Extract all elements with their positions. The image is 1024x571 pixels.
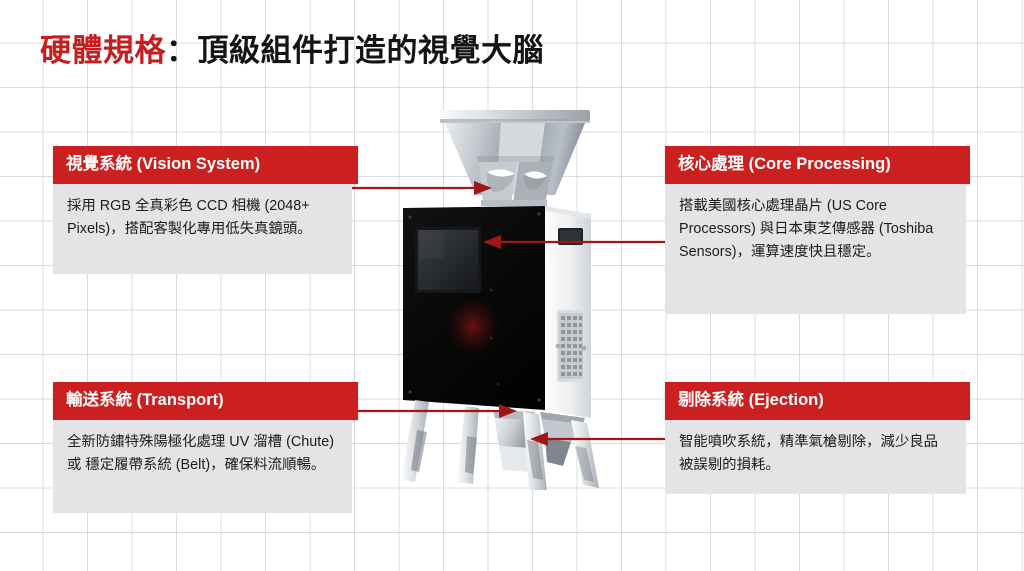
callout-transport-text: 全新防鏽特殊陽極化處理 UV 溜槽 (Chute) 或 穩定履帶系統 (Belt… — [67, 433, 335, 473]
callout-vision-header: 視覺系統 (Vision System) — [53, 146, 358, 184]
callout-ejection-body: 智能噴吹系統，精準氣槍剔除，減少良品被誤剔的損耗。 — [665, 419, 966, 494]
callout-ejection-header: 剔除系統 (Ejection) — [665, 382, 970, 420]
title-separator: ： — [166, 33, 198, 68]
cabinet-side-panel — [545, 206, 591, 418]
callout-transport-header: 輸送系統 (Transport) — [53, 382, 358, 420]
title-dark-part: 頂級組件打造的視覺大腦 — [197, 33, 544, 68]
callout-ejection[interactable]: 剔除系統 (Ejection) 智能噴吹系統，精準氣槍剔除，減少良品被誤剔的損耗… — [665, 382, 970, 494]
callout-transport[interactable]: 輸送系統 (Transport) 全新防鏽特殊陽極化處理 UV 溜槽 (Chut… — [53, 382, 358, 513]
callout-vision-body: 採用 RGB 全真彩色 CCD 相機 (2048+ Pixels)，搭配客製化專… — [53, 183, 352, 274]
callout-core-body: 搭載美國核心處理晶片 (US Core Processors) 與日本東芝傳感器… — [665, 183, 966, 314]
support-legs — [401, 400, 599, 490]
page-title: 硬體規格：頂級組件打造的視覺大腦 — [40, 32, 544, 71]
callout-vision-text: 採用 RGB 全真彩色 CCD 相機 (2048+ Pixels)，搭配客製化專… — [67, 197, 312, 237]
callout-core-processing[interactable]: 核心處理 (Core Processing) 搭載美國核心處理晶片 (US Co… — [665, 146, 970, 314]
callout-transport-body: 全新防鏽特殊陽極化處理 UV 溜槽 (Chute) 或 穩定履帶系統 (Belt… — [53, 419, 352, 513]
vibratory-feeder — [479, 162, 553, 206]
callout-core-header: 核心處理 (Core Processing) — [665, 146, 970, 184]
side-vent-grille — [555, 310, 587, 382]
callout-core-text: 搭載美國核心處理晶片 (US Core Processors) 與日本東芝傳感器… — [679, 197, 934, 261]
machine-illustration — [401, 110, 599, 490]
touch-display[interactable] — [415, 227, 481, 293]
callout-vision-system[interactable]: 視覺系統 (Vision System) 採用 RGB 全真彩色 CCD 相機 … — [53, 146, 358, 274]
title-red-part: 硬體規格 — [40, 33, 166, 68]
black-front-panel — [403, 206, 545, 410]
callout-ejection-text: 智能噴吹系統，精準氣槍剔除，減少良品被誤剔的損耗。 — [679, 433, 939, 473]
top-hopper — [440, 110, 590, 195]
